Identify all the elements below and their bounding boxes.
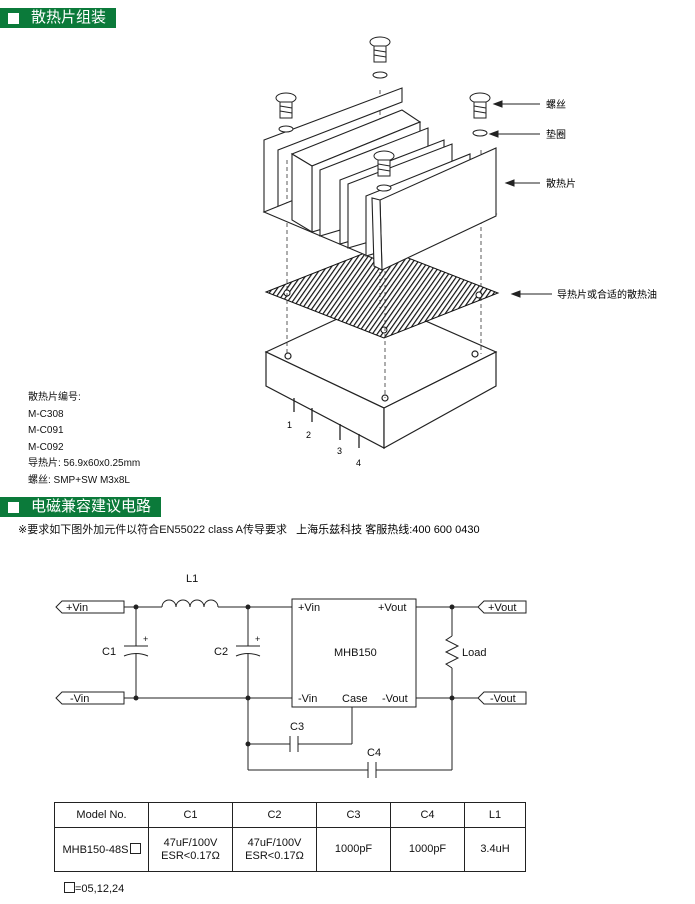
pin-label: 3 bbox=[337, 446, 342, 456]
screw-icon bbox=[275, 36, 491, 192]
module-body bbox=[264, 299, 498, 450]
note-text: ※要求如下图外加元件以符合EN55022 class A传导要求 bbox=[18, 524, 287, 536]
company-hotline: 上海乐兹科技 客服热线:400 600 0430 bbox=[296, 524, 480, 536]
section-title-emc: 电磁兼容建议电路 bbox=[0, 497, 162, 517]
pin-label: 2 bbox=[306, 430, 311, 440]
capacitor-c4-label: C4 bbox=[367, 747, 381, 759]
c1-value: 47uF/100V bbox=[163, 836, 218, 849]
heatsink-assembly-drawing: 1 2 3 4 bbox=[262, 36, 657, 468]
table-header-row: Model No. C1 C2 C3 C4 L1 bbox=[54, 802, 526, 828]
table-cell-c3: 1000pF bbox=[316, 827, 391, 872]
module-pin-vout-neg: -Vout bbox=[382, 693, 408, 705]
spec-pad: 导热片: 56.9x60x0.25mm bbox=[28, 458, 141, 469]
thermal-pad bbox=[264, 246, 500, 339]
callout-arrows bbox=[488, 100, 552, 298]
callout-heatsink: 散热片 bbox=[546, 177, 576, 190]
module-pin-vin-neg: -Vin bbox=[298, 693, 317, 705]
section-title-text: 电磁兼容建议电路 bbox=[31, 498, 152, 515]
callout-thermal-pad: 导热片或合适的散热油 bbox=[557, 288, 657, 301]
footnote-text: =05,12,24 bbox=[75, 883, 125, 895]
component-table: Model No. C1 C2 C3 C4 L1 MHB150-48S 47uF… bbox=[54, 802, 526, 872]
emc-circuit-diagram: +Vin -Vin L1 C1 + C2 + +Vin +Vout MHB150… bbox=[55, 573, 527, 778]
terminal-vin-neg: -Vin bbox=[70, 693, 89, 705]
placeholder-box-icon bbox=[129, 842, 141, 854]
spec-label: 散热片编号: bbox=[28, 392, 81, 403]
terminal-vout-pos: +Vout bbox=[488, 602, 516, 614]
module-name: MHB150 bbox=[334, 647, 377, 659]
table-cell-c4: 1000pF bbox=[390, 827, 465, 872]
callout-screw: 螺丝 bbox=[546, 99, 566, 111]
pin-label: 4 bbox=[356, 458, 361, 468]
pin-label: 1 bbox=[287, 420, 292, 430]
spec-model: M-C091 bbox=[28, 425, 64, 436]
model-number: MHB150-48S bbox=[62, 843, 129, 856]
module-pin-vout-pos: +Vout bbox=[378, 602, 406, 614]
table-header: L1 bbox=[464, 802, 526, 828]
placeholder-box-icon bbox=[64, 882, 75, 893]
polarity-mark: + bbox=[143, 634, 148, 644]
c2-value: 47uF/100V bbox=[247, 836, 302, 849]
table-header: Model No. bbox=[54, 802, 149, 828]
module-pin-case: Case bbox=[342, 693, 368, 705]
capacitor-c3-label: C3 bbox=[290, 721, 304, 733]
section-title-assembly: 散热片组装 bbox=[0, 8, 117, 28]
c2-esr: ESR<0.17Ω bbox=[245, 849, 304, 862]
terminal-vin-pos: +Vin bbox=[66, 602, 88, 614]
heatsink bbox=[262, 87, 498, 271]
spec-model: M-C308 bbox=[28, 408, 64, 420]
polarity-mark: + bbox=[255, 634, 260, 644]
spec-model: M-C092 bbox=[28, 441, 64, 453]
section-title-text: 散热片组装 bbox=[31, 9, 107, 26]
module-pin-vin-pos: +Vin bbox=[298, 602, 320, 614]
table-cell-model: MHB150-48S bbox=[54, 827, 149, 872]
inductor-label: L1 bbox=[186, 573, 198, 585]
terminal-vout-neg: -Vout bbox=[490, 693, 516, 705]
callout-washer: 垫圈 bbox=[546, 128, 566, 141]
capacitor-c2-label: C2 bbox=[214, 646, 228, 658]
table-header: C4 bbox=[390, 802, 465, 828]
c1-esr: ESR<0.17Ω bbox=[161, 849, 220, 862]
table-cell-l1: 3.4uH bbox=[464, 827, 526, 872]
load-label: Load bbox=[462, 647, 486, 659]
footnote: =05,12,24 bbox=[63, 882, 124, 895]
table-header: C2 bbox=[232, 802, 317, 828]
requirement-note: ※要求如下图外加元件以符合EN55022 class A传导要求 上海乐兹科技 … bbox=[18, 521, 480, 537]
table-header: C1 bbox=[148, 802, 233, 828]
square-bullet-icon bbox=[8, 501, 19, 513]
heatsink-spec: 散热片编号: M-C308 M-C091 M-C092 导热片: 56.9x60… bbox=[28, 390, 140, 489]
spec-screw: 螺丝: SMP+SW M3x8L bbox=[28, 474, 130, 486]
table-header: C3 bbox=[316, 802, 391, 828]
module-pins bbox=[293, 398, 360, 448]
square-bullet-icon bbox=[8, 12, 19, 24]
capacitor-c1-label: C1 bbox=[102, 646, 116, 658]
